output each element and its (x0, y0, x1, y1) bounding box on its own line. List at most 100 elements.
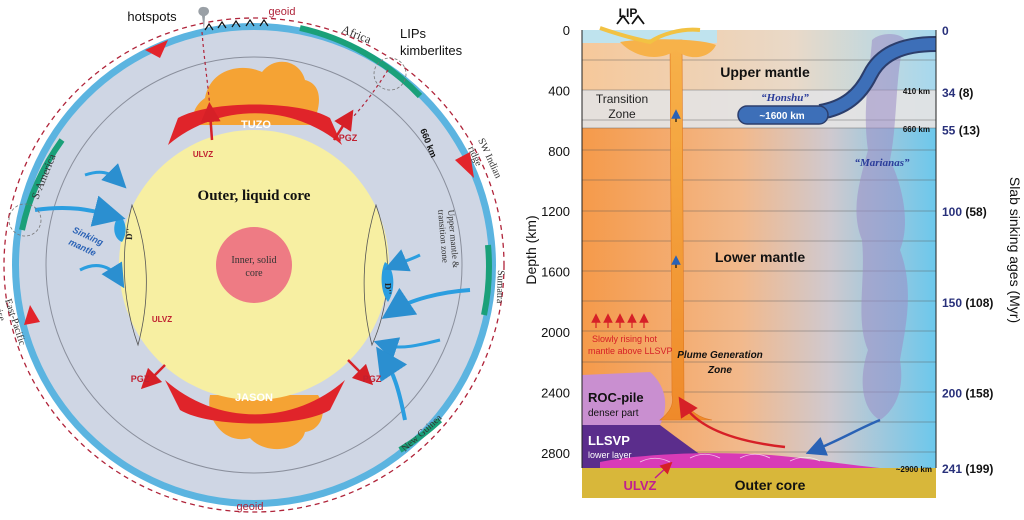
right-tick-label: 0 (942, 24, 949, 38)
pgz-bottom-right-label: PGZ (363, 374, 382, 384)
ulvz-texture (639, 453, 821, 463)
lip-marker (455, 152, 474, 178)
pgz-base-arrow (678, 396, 786, 449)
ulvz-arrow (654, 461, 673, 479)
earth-cross-section: Outer, liquid core Inner, solid core TUZ… (0, 6, 506, 513)
lip-marker-right (616, 14, 645, 25)
outer-core-label-right: Outer core (735, 477, 806, 493)
y-tick-label: 2400 (541, 385, 570, 400)
plume-head (620, 39, 716, 58)
pgz-arrow (347, 359, 374, 386)
plume-conduit-hotspots (201, 31, 211, 126)
upper-mantle-label: Upper mantle (720, 64, 810, 80)
plume-conduit-lips (349, 69, 389, 121)
lip-marker (24, 305, 40, 325)
km410-label: 410 km (903, 87, 930, 96)
right-tick-label: 241 (199) (942, 462, 993, 476)
slab-flow-arrow (805, 418, 881, 456)
lip-marker (145, 40, 168, 58)
ulvz-top-label: ULVZ (193, 150, 213, 159)
honshu-slab-curve-inner (818, 38, 937, 118)
lips-circle (373, 57, 407, 91)
right-tick-labels: 034 (8)55 (13)100 (58)150 (108)200 (158)… (942, 24, 993, 476)
slowly-rising-label: Slowly rising hot (592, 334, 658, 344)
y-tick-label: 1200 (541, 204, 570, 219)
geoid-line (3, 17, 505, 513)
boundary-660 (45, 56, 463, 474)
lips-label: LIPs (400, 26, 427, 41)
sinking-slab (373, 337, 441, 361)
pgz-arrow (332, 109, 354, 141)
s-america-circle (8, 203, 42, 237)
pgz-arrow (200, 102, 221, 141)
marianas-label: “Marianas” (854, 157, 910, 169)
ulvz-bottom-label: ULVZ (152, 315, 172, 324)
inner-core (216, 227, 292, 303)
slowly-rising-label: mantle above LLSVP (588, 346, 673, 356)
right-tick-label: 150 (108) (942, 296, 993, 310)
continent-sumatra (481, 244, 492, 316)
y-tick-label: 1600 (541, 265, 570, 280)
upper-mantle-tz-label: transition zone (436, 209, 451, 263)
honshu-slab-flat (737, 105, 829, 125)
sinking-slab (383, 249, 421, 272)
geoid-bottom-label: geoid (237, 501, 264, 513)
pgz-top-right-label: PGZ (339, 133, 358, 143)
mantle-depth-section: Depth (km) Slab sinking ages (Myr) 04008… (523, 6, 1023, 498)
transition-zone-label: Zone (608, 107, 636, 121)
lower-mantle-label: Lower mantle (715, 249, 805, 265)
geoid-top-label: geoid (269, 6, 296, 18)
ulvz-label: ULVZ (624, 478, 657, 493)
y-tick-label: 0 (563, 23, 570, 38)
hotspot-plume-icon (198, 6, 210, 30)
pgz-label: Zone (707, 365, 732, 376)
right-tick-label: 200 (158) (942, 386, 993, 400)
y-tick-label: 2800 (541, 446, 570, 461)
hotspots-label: hotspots (127, 9, 177, 24)
honshu-length-label: ~1600 km (759, 111, 804, 122)
dpp-right-zone (363, 203, 388, 347)
km2900-label: ~2900 km (896, 465, 932, 474)
trench-markers (204, 18, 269, 31)
jason-label: JASON (235, 392, 273, 404)
pgz-bottom-left-label: PGZ (131, 374, 150, 384)
dpp-left-zone (123, 203, 147, 347)
dpp-left-label: D'' (124, 228, 134, 240)
llsvp-sub-label: lower layer (588, 450, 632, 460)
km660-label: 660 km (903, 125, 930, 134)
east-pacific-label: rise (0, 306, 7, 324)
rising-arrows (591, 313, 649, 328)
kimberlites-label: kimberlites (400, 43, 463, 58)
honshu-label: “Honshu” (761, 92, 809, 104)
llsvp-jason (165, 380, 345, 424)
dpp-right-label: D'' (383, 283, 393, 295)
sinking-slab (79, 261, 125, 289)
sinking-slab (84, 163, 127, 189)
y-tick-label: 2000 (541, 325, 570, 340)
outer-core-label: Outer, liquid core (198, 188, 311, 204)
tuzo-label: TUZO (241, 119, 271, 131)
right-axis-title: Slab sinking ages (Myr) (1007, 177, 1023, 323)
y-tick-label: 400 (548, 83, 570, 98)
marianas-slab (856, 34, 908, 420)
inner-core-label: Inner, solid (231, 255, 276, 266)
roc-pile-sub-label: denser part (588, 408, 639, 419)
lip-top (599, 26, 701, 45)
outer-core-band (582, 468, 936, 498)
continent-new-guinea (398, 417, 443, 453)
transition-zone-label: Transition (596, 92, 648, 106)
roc-pile (582, 372, 666, 425)
continent-africa (299, 25, 423, 99)
right-tick-label: 34 (8) (942, 86, 973, 100)
lip-label: LIP (619, 6, 638, 20)
right-tick-label: 55 (13) (942, 124, 980, 138)
pgz-label: Plume Generation (677, 350, 763, 361)
sumatra-label: Sumatra (494, 270, 506, 304)
sinking-slab (34, 195, 126, 227)
pgz-arrow (140, 364, 166, 390)
sinking-slab (376, 346, 408, 421)
continent-s-america (19, 138, 65, 231)
y-axis-title: Depth (km) (523, 215, 539, 284)
